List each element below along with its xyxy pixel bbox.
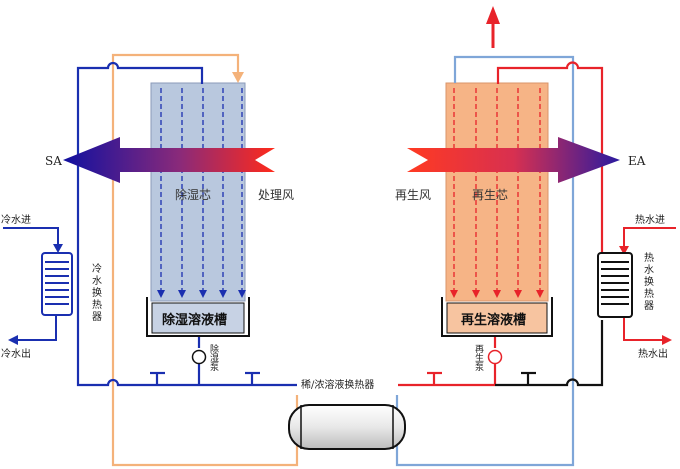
dehumid-pump-icon (191, 349, 207, 365)
cold-out-arrowhead (8, 335, 18, 345)
cold-hx-label: 冷水换热器 (90, 262, 102, 323)
dehumid-core-label: 除湿芯 (175, 187, 211, 202)
exhaust-up-arrow (486, 6, 500, 48)
pipe-lightblue-loop (395, 55, 575, 467)
hot-in-label: 热水进 (635, 213, 665, 226)
orange-arrowhead (232, 72, 244, 83)
ea-label: EA (628, 154, 646, 168)
solution-heat-exchanger (288, 404, 406, 450)
cold-in-arrowhead (53, 244, 63, 253)
regen-pump-label: 再生泵 (473, 344, 484, 371)
pipe-red-right (398, 61, 604, 387)
sa-label: SA (45, 154, 62, 168)
cold-water-heat-exchanger (41, 252, 73, 316)
hot-hx-label: 热水换热器 (642, 251, 654, 312)
regen-tank (441, 297, 553, 337)
exhaust-air-arrow (407, 137, 620, 183)
cold-out-label: 冷水出 (1, 347, 31, 360)
dehumid-tank-label: 除湿溶液槽 (162, 312, 227, 328)
hot-out-label: 热水出 (638, 347, 668, 360)
regen-pump-icon (487, 349, 503, 365)
solution-hx-label: 稀/浓溶液换热器 (301, 378, 374, 391)
hot-water-lines (623, 227, 676, 341)
cold-in-label: 冷水进 (1, 213, 31, 226)
pipe-black-right (495, 320, 604, 387)
regen-air-label: 再生风 (395, 188, 431, 202)
hot-out-arrowhead (662, 335, 672, 345)
regen-core-label: 再生芯 (472, 188, 508, 202)
hot-water-heat-exchanger (597, 252, 633, 318)
dehumid-pump-label: 除湿泵 (208, 343, 219, 371)
cold-water-lines (3, 227, 59, 341)
supply-air-arrow (63, 137, 275, 183)
dehumid-tank (146, 297, 250, 337)
hot-in-arrowhead (619, 246, 629, 255)
regen-core (445, 82, 549, 302)
process-air-label: 处理风 (258, 188, 294, 202)
regen-tank-label: 再生溶液槽 (461, 312, 526, 328)
dehumid-core (150, 82, 246, 302)
pipe-blue-left (76, 61, 297, 387)
